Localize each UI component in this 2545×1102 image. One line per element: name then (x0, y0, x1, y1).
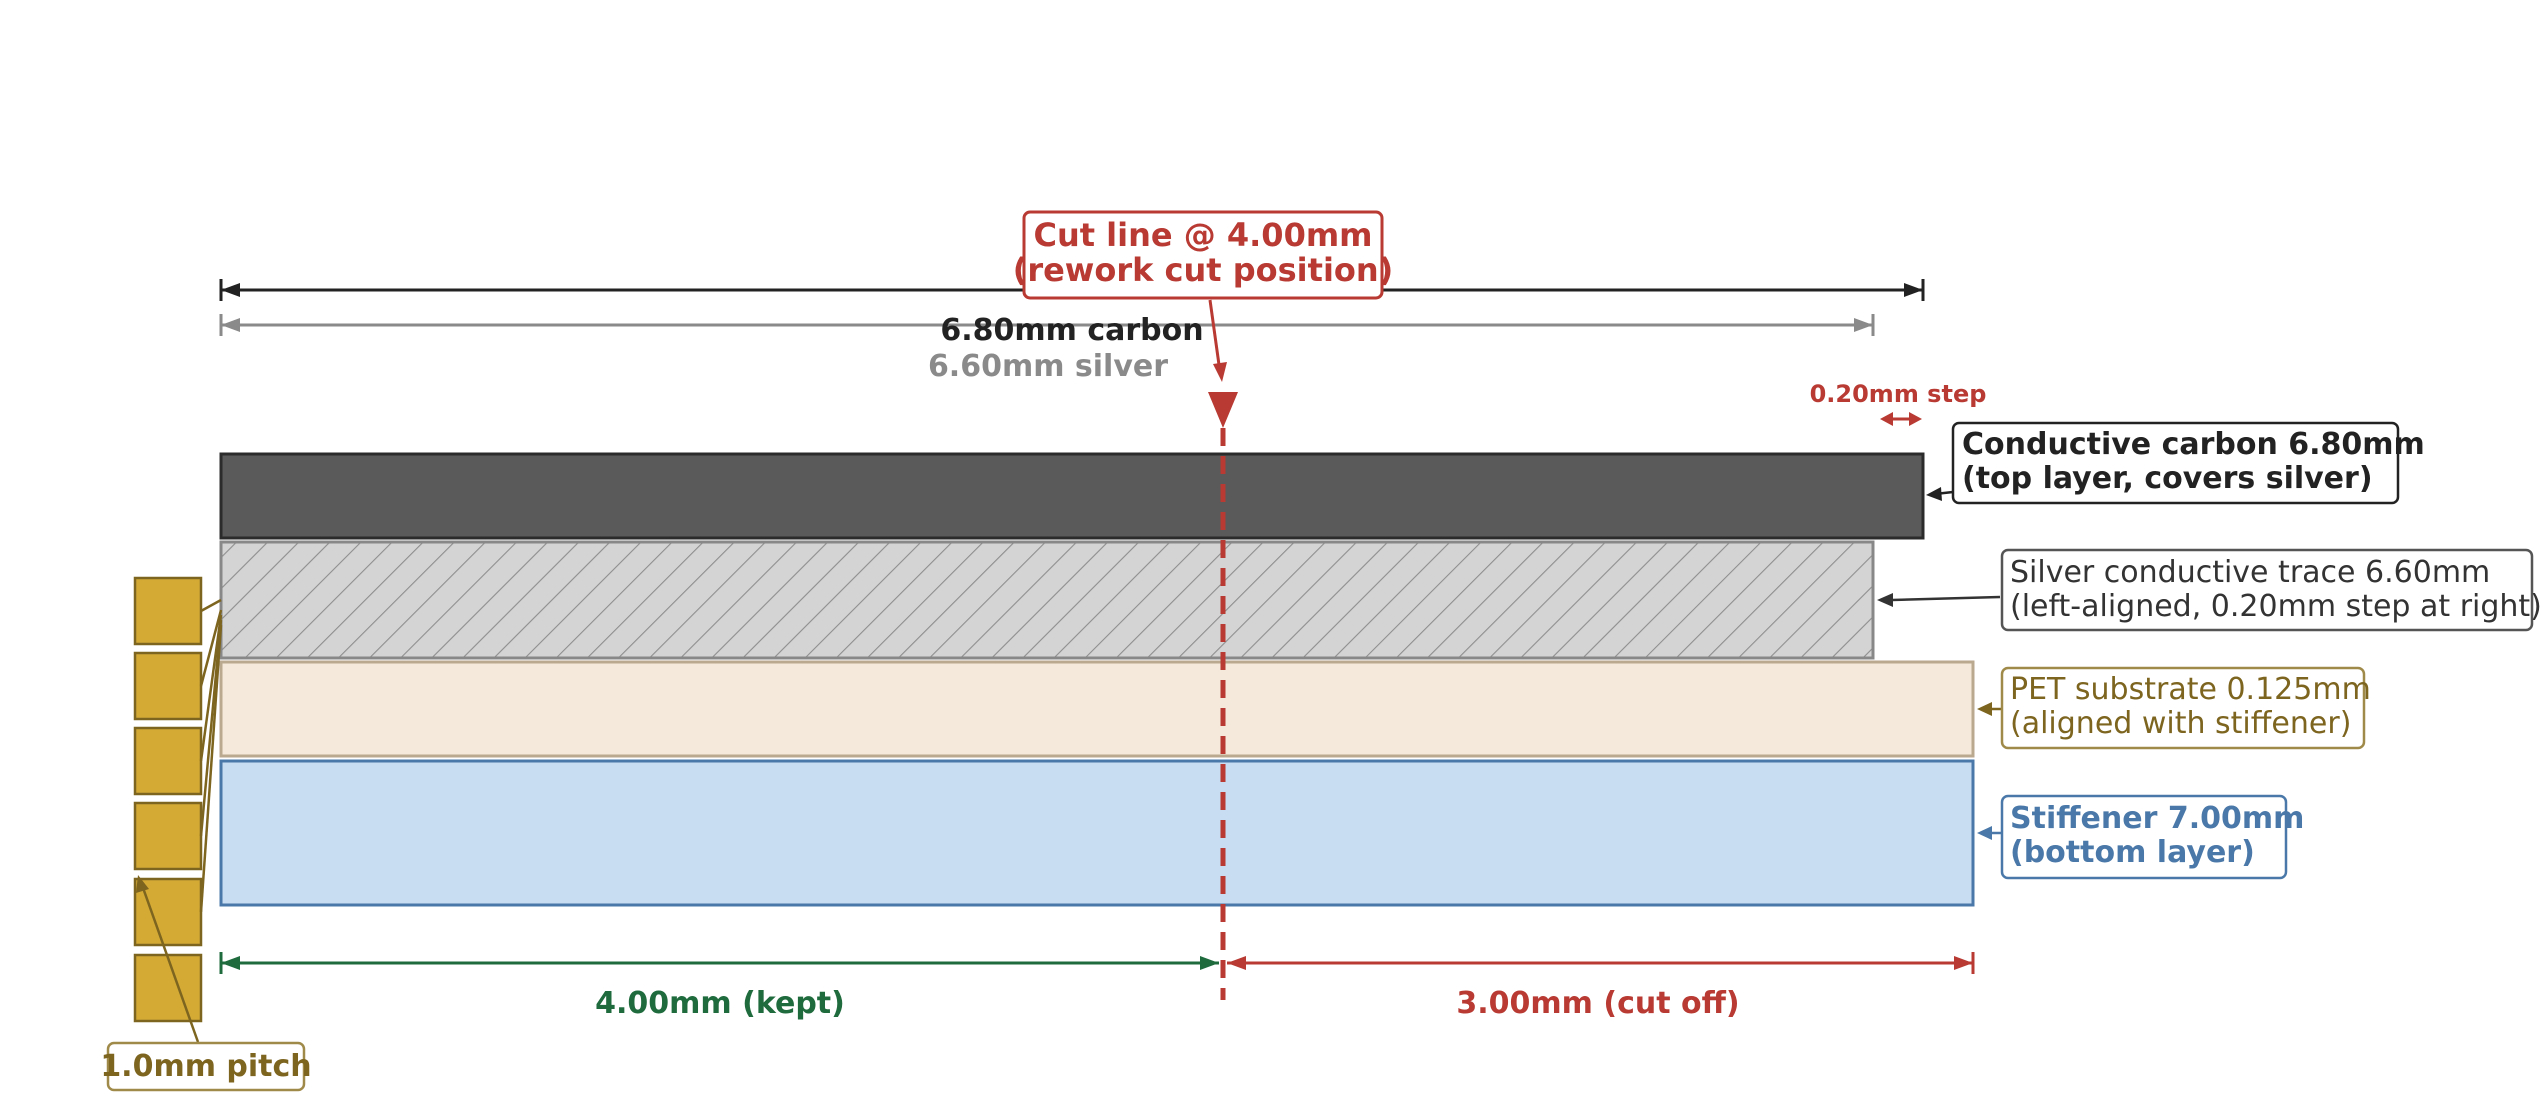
pet-callout-arrow (1977, 702, 2002, 716)
pitch-square (133, 801, 203, 871)
pet-callout-line2: (aligned with stiffener) (2010, 706, 2351, 741)
carbon-callout-arrow (1926, 487, 1954, 501)
silver-callout-line2: (left-aligned, 0.20mm step at right) (2010, 589, 2542, 624)
stiffener-callout-line1: Stiffener 7.00mm (2010, 801, 2304, 836)
pitch-square (133, 877, 203, 947)
silver-callout-box (2000, 548, 2534, 632)
pet-callout-line1: PET substrate 0.125mm (2010, 672, 2371, 707)
pet-callout-box (2000, 666, 2366, 750)
pitch-leader-lines (140, 598, 223, 1043)
pitch-squares (133, 576, 203, 1023)
stiffener-callout-box (2000, 794, 2288, 880)
cut-label-line1: Cut line @ 4.00mm (1033, 216, 1372, 254)
pitch-square (133, 651, 203, 721)
silver-callout-arrow (1877, 593, 2001, 607)
cut-label-box (1022, 210, 1384, 300)
silver-dimension-label: 6.60mm silver (928, 349, 1168, 384)
pitch-label-box (106, 1041, 306, 1092)
stiffener-callout-line2: (bottom layer) (2010, 835, 2255, 870)
kept-dimension-label: 4.00mm (kept) (595, 986, 845, 1021)
cut-line (1208, 392, 1238, 1000)
pitch-arrowhead (136, 875, 149, 893)
carbon-layer (219, 452, 1925, 540)
silver-callout-line1: Silver conductive trace 6.60mm (2010, 555, 2490, 590)
kept-dimension (219, 952, 1219, 974)
pitch-square (133, 726, 203, 796)
pitch-label: 1.0mm pitch (100, 1049, 311, 1084)
cut-label-line2: (rework cut position) (1013, 251, 1394, 289)
carbon-callout-box (1951, 421, 2400, 505)
pitch-square (133, 953, 203, 1023)
stiffener-layer (219, 759, 1975, 907)
silver-layer (219, 540, 1875, 660)
silver-dimension (219, 314, 1875, 336)
cutoff-dimension (1227, 952, 1975, 974)
cut-label-arrow (1208, 299, 1227, 382)
carbon-callout-line2: (top layer, covers silver) (1962, 461, 2373, 496)
step-arrow (1880, 412, 1922, 426)
cutoff-dimension-label: 3.00mm (cut off) (1456, 986, 1739, 1021)
stiffener-callout-arrow (1977, 826, 2002, 840)
pet-layer (219, 660, 1975, 758)
pitch-square (133, 576, 203, 646)
carbon-dimension-label: 6.80mm carbon (940, 313, 1203, 348)
carbon-callout-line1: Conductive carbon 6.80mm (1962, 427, 2425, 462)
step-label: 0.20mm step (1810, 380, 1987, 408)
